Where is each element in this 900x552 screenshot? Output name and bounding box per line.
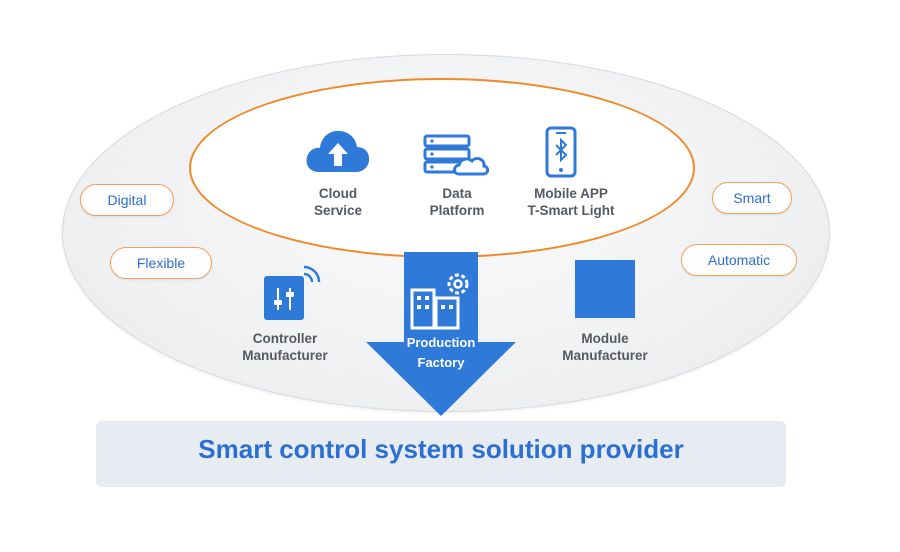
automatic-tag: Automatic: [681, 244, 797, 276]
cloud-upload-icon: [306, 130, 370, 172]
flexible-tag: Flexible: [110, 247, 212, 279]
digital-tag: Digital: [80, 184, 174, 216]
solution-provider-title: Smart control system solution provider: [198, 434, 684, 464]
factory-gear-icon: [410, 273, 469, 330]
production-factory-label: Production Factory: [406, 335, 476, 370]
core-services-ellipse: [189, 78, 695, 258]
data-platform-icon: [423, 134, 490, 176]
module-block-icon: [575, 260, 635, 318]
controller-wireless-icon: [264, 265, 321, 320]
mobile-app-label: Mobile APP T-Smart Light: [527, 186, 615, 218]
production-down-arrow: [366, 252, 516, 416]
module-manufacturer-label: Module Manufacturer: [562, 331, 648, 363]
cloud-service-label: Cloud Service: [313, 186, 363, 218]
smart-tag: Smart: [712, 182, 792, 214]
mobile-bluetooth-icon: [545, 126, 577, 178]
data-platform-label: Data Platform: [429, 186, 485, 218]
solution-provider-banner: [96, 421, 786, 487]
controller-manufacturer-label: Controller Manufacturer: [242, 331, 328, 363]
